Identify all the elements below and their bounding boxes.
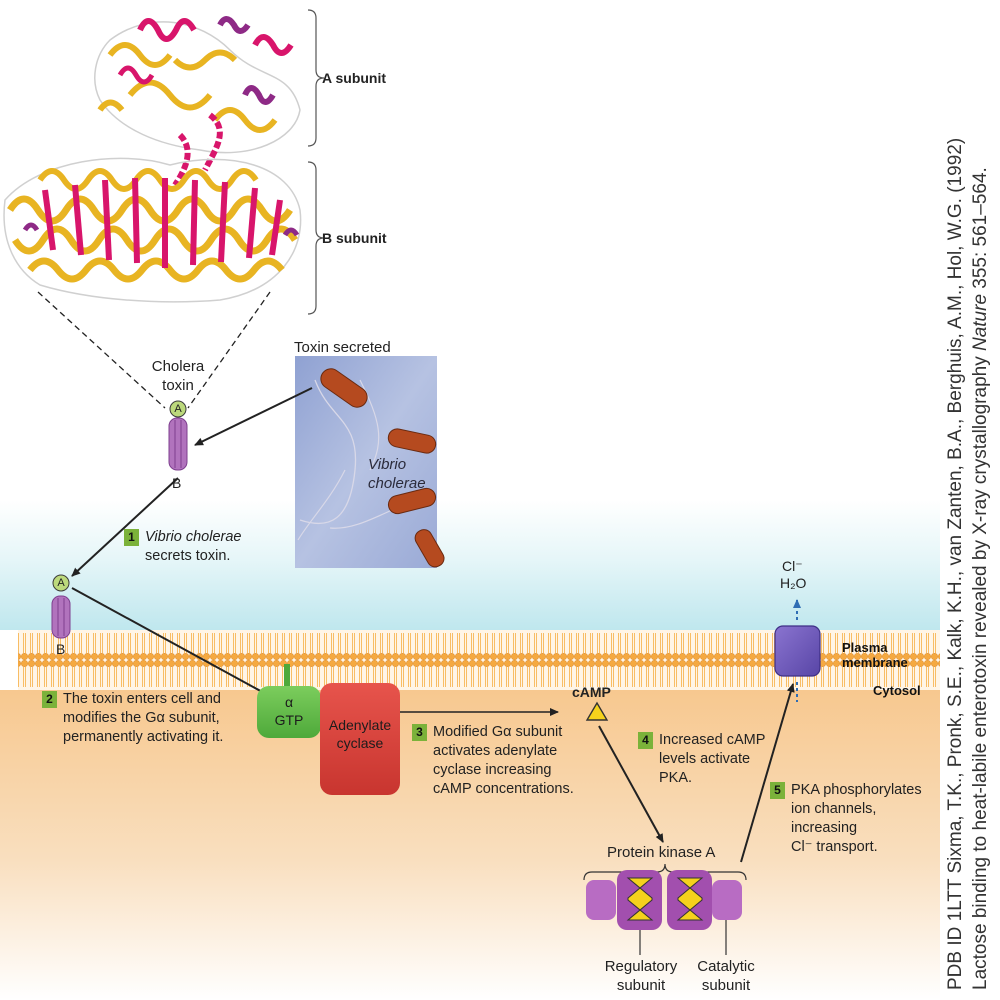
pka-title: Protein kinase A: [607, 844, 716, 861]
toxin-at-membrane-icon: [51, 574, 71, 639]
arrow-toxin-to-membrane: [71, 477, 179, 577]
zoom-line-right: [187, 291, 271, 409]
step-3-number: 3: [412, 724, 427, 741]
arrow-camp-to-pka: [598, 725, 664, 843]
protein-kinase-a-complex: [586, 870, 742, 955]
membrane-toxin-a-letter: A: [57, 577, 65, 589]
step-5-number: 5: [770, 782, 785, 799]
extracellular-region: [0, 500, 940, 630]
micrograph-caption: Toxin secreted: [294, 339, 391, 356]
cholera-toxin-icon: [168, 400, 188, 471]
b-subunit-brace: [307, 161, 325, 315]
adenylate-cyclase-shape: [320, 683, 400, 795]
pka-brace: [583, 863, 747, 881]
b-subunit-label: B subunit: [322, 230, 387, 246]
toxin-b-letter: B: [172, 475, 182, 491]
zoom-line-left: [37, 291, 166, 409]
membrane-toxin-b-letter: B: [56, 641, 66, 657]
arrow-secreted-to-toxin: [194, 387, 313, 446]
step-2-number: 2: [42, 691, 57, 708]
step-4-number: 4: [638, 732, 653, 749]
arrow-pka-to-channel: [740, 683, 795, 863]
toxin-b-subunit-structure: [3, 157, 302, 303]
image-credit: PDB ID 1LTT Sixma, T.K., Pronk, S.E., Ka…: [945, 137, 991, 990]
water-label: H₂O: [780, 575, 807, 591]
toxin-a-letter: A: [174, 403, 182, 415]
arrow-a-to-g-protein: [71, 587, 289, 707]
g-protein-alpha: [257, 664, 321, 738]
chloride-label: Cl⁻: [782, 558, 803, 574]
chloride-channel: [774, 599, 821, 702]
step-1-number: 1: [124, 529, 139, 546]
toxin-a-subunit-structure: [94, 16, 301, 187]
cytosol-region: [0, 690, 940, 1000]
a-subunit-label: A subunit: [322, 70, 387, 86]
camp-triangle: [585, 701, 609, 721]
vibrio-cholerae-micrograph: [295, 356, 445, 568]
camp-label: cAMP: [572, 684, 611, 700]
cytosol-label: Cytosol: [873, 683, 921, 698]
a-subunit-brace: [307, 9, 325, 147]
